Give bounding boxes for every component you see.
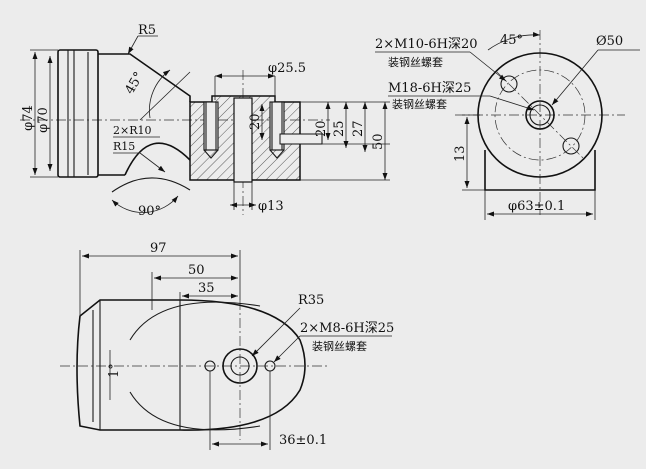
- d35-label: 35: [198, 281, 215, 296]
- thread3-line1: 2×M8-6H深25: [300, 321, 394, 336]
- dia70-label: φ70: [36, 107, 51, 133]
- dia25-5-label: φ25.5: [268, 61, 306, 76]
- dia74-label: φ74: [21, 105, 36, 131]
- dia50-label: Ø50: [596, 34, 623, 49]
- d36-label: 36±0.1: [279, 433, 327, 448]
- angle1-label: 1°: [107, 363, 122, 378]
- d97-label: 97: [150, 241, 167, 256]
- r5-label: R5: [138, 23, 156, 38]
- d20b-label: 20: [314, 120, 329, 137]
- d25-label: 25: [332, 120, 347, 137]
- angle45-right-label: 45°: [500, 33, 523, 48]
- dia63-label: φ63±0.1: [508, 199, 565, 214]
- thread1-line2: 装钢丝螺套: [388, 56, 443, 69]
- angle45-label: 45°: [122, 70, 147, 97]
- r35-label: R35: [298, 293, 324, 308]
- cylinder-body: [57, 49, 191, 178]
- section-block: [111, 95, 323, 193]
- dia13-label: φ13: [258, 199, 284, 214]
- top-right-view: 2×M10-6H深20 装钢丝螺套 M18-6H深25 装钢丝螺套 45° Ø5…: [375, 30, 640, 220]
- d50-label: 50: [371, 133, 386, 150]
- d50-bottom-label: 50: [188, 263, 205, 278]
- bottom-view: 97 50 35 R35 2×M8-6H深25 装钢丝螺套 1° 36±0.1: [60, 241, 394, 450]
- angle90-label: 90°: [138, 204, 161, 219]
- thread2-line2: 装钢丝螺套: [392, 98, 447, 111]
- d20a-label: 20: [248, 113, 263, 130]
- r10-label: 2×R10: [113, 124, 152, 137]
- top-left-view: φ74 φ70 R5 45° 2×R10 R15 90° φ25.5 φ13 2…: [20, 23, 390, 219]
- thread2-line1: M18-6H深25: [388, 81, 471, 96]
- thread1-line1: 2×M10-6H深20: [375, 37, 478, 52]
- d27-label: 27: [351, 120, 366, 137]
- d13-label: 13: [453, 145, 468, 162]
- r15-label: R15: [113, 140, 135, 153]
- thread3-line2: 装钢丝螺套: [312, 340, 367, 353]
